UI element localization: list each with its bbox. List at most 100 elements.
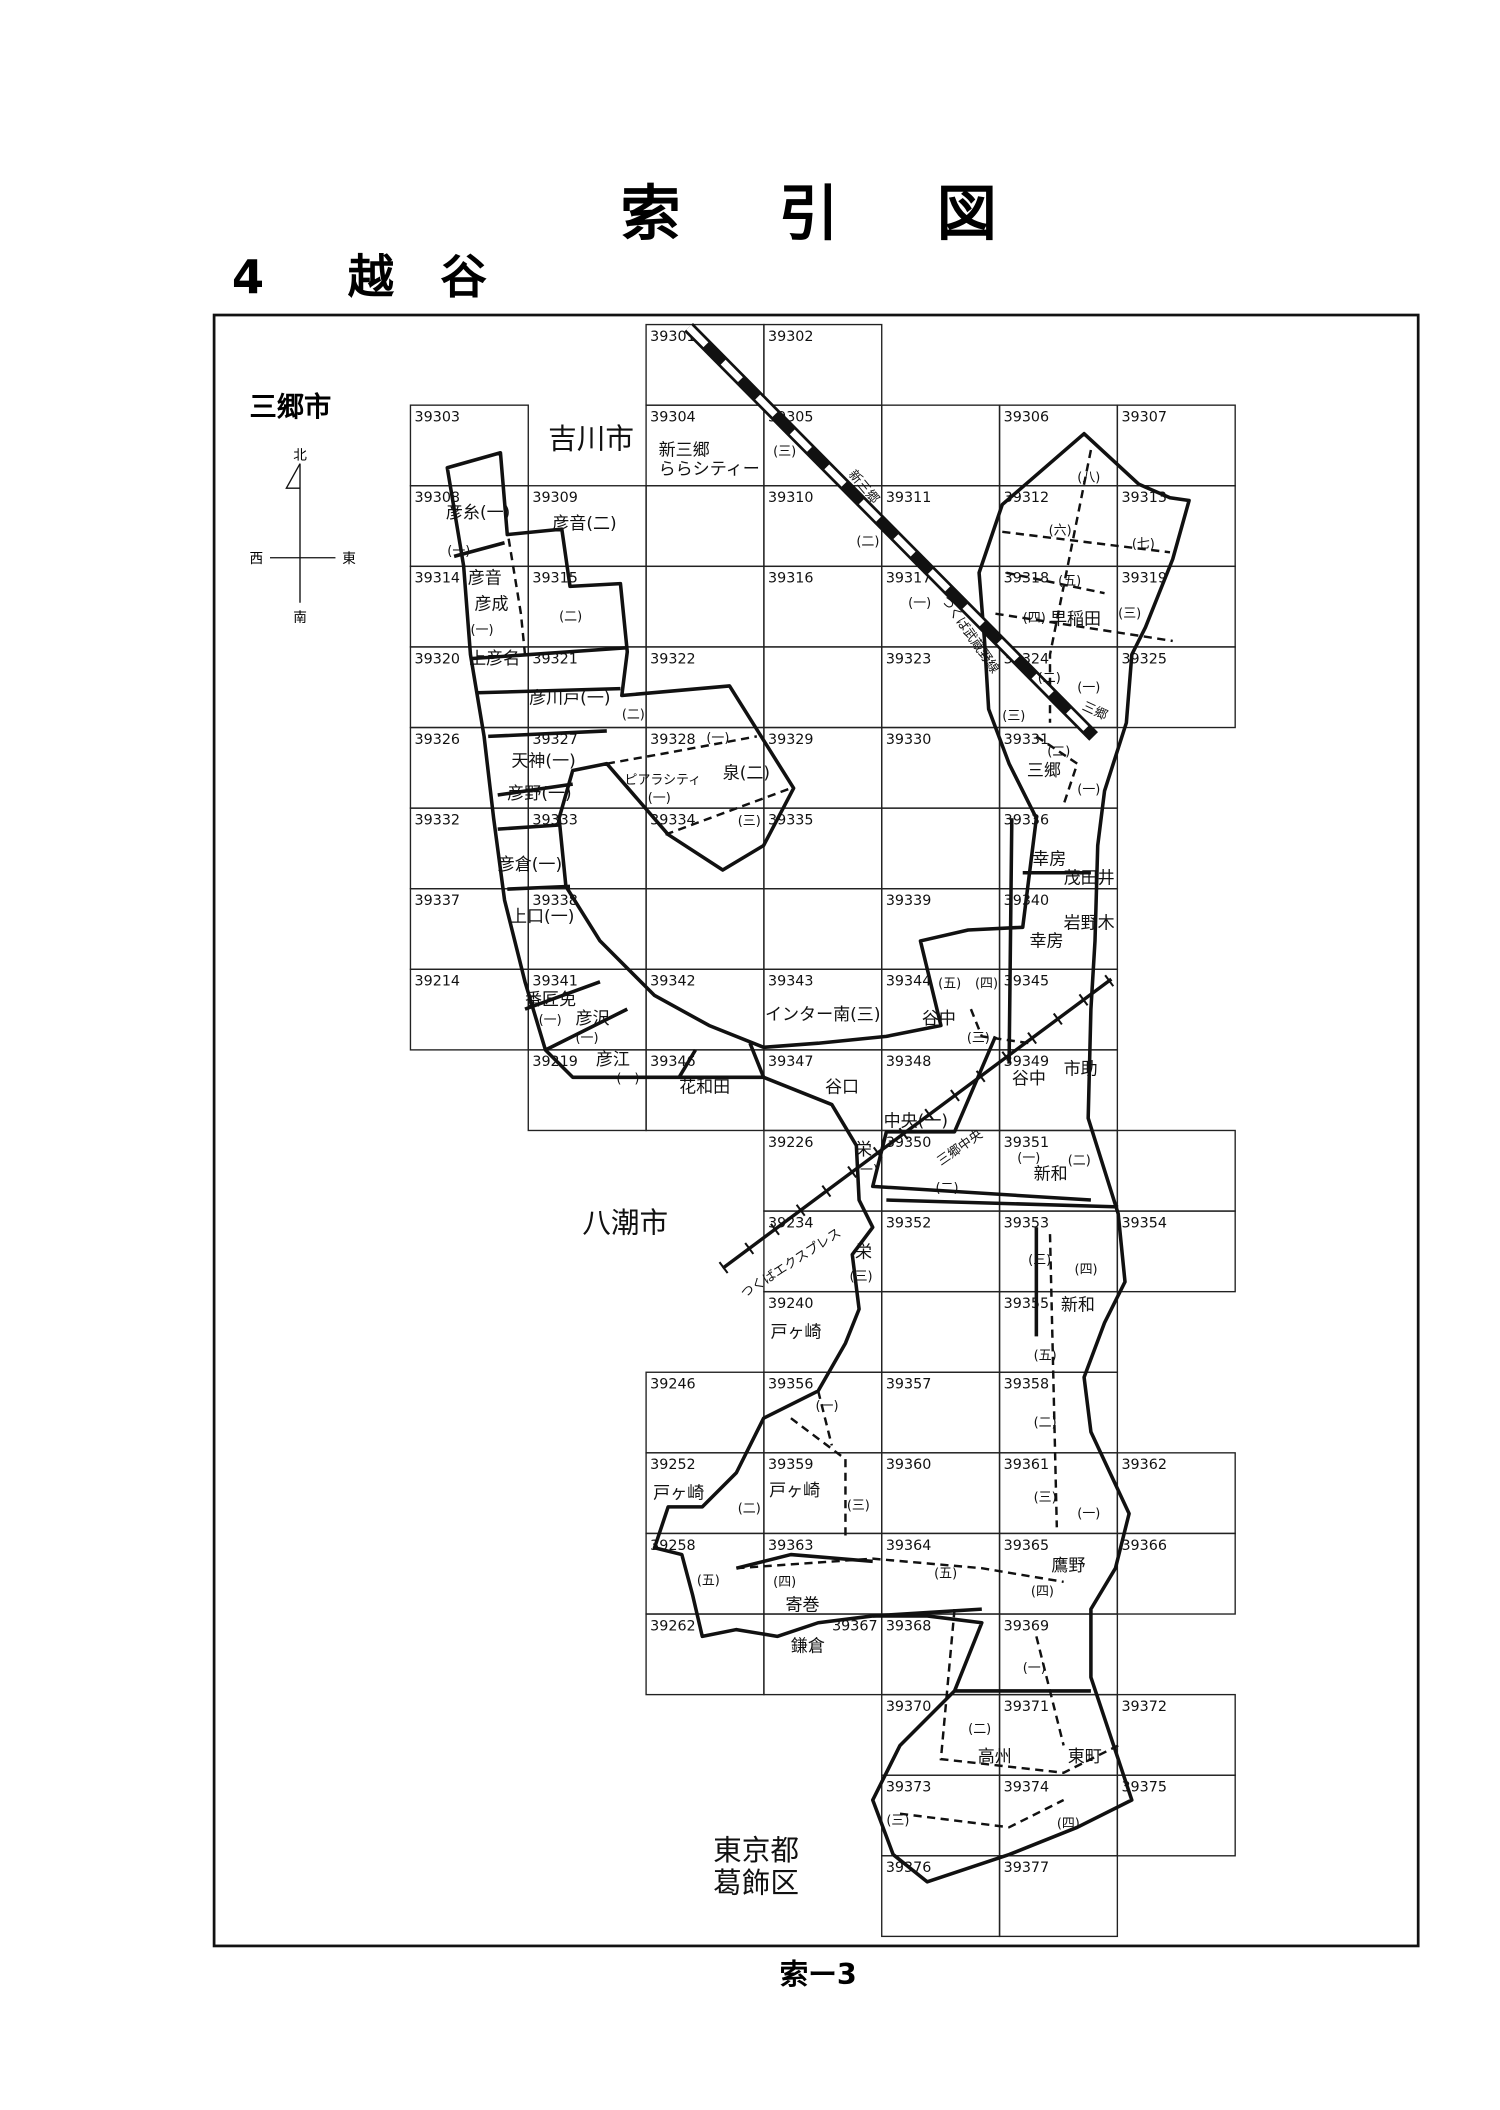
sheet-number: 39320 <box>415 651 460 667</box>
place-label: (五) <box>1058 574 1081 589</box>
place-label: 彦江 <box>596 1050 630 1070</box>
place-label: (二) <box>856 534 879 549</box>
place-label: (一) <box>447 544 470 559</box>
place-label: (二) <box>559 609 582 624</box>
sheet-number: 39349 <box>1004 1054 1049 1070</box>
place-label: ららシティー <box>659 460 760 480</box>
map-sheet-cell <box>1116 1210 1236 1293</box>
place-label: (二) <box>1038 671 1061 686</box>
sheet-number: 39374 <box>1004 1780 1049 1796</box>
place-label: 彦倉(一) <box>498 855 562 875</box>
map-sheet-cell <box>763 646 883 729</box>
place-label: 花和田 <box>679 1077 730 1097</box>
place-label: 上彦名 <box>469 649 520 669</box>
city-boundary <box>445 431 1191 1884</box>
place-label: (四) <box>1023 611 1046 626</box>
place-label: (五) <box>697 1574 720 1589</box>
place-label: 天神(一) <box>511 751 575 771</box>
sheet-number: 39311 <box>886 490 931 506</box>
neighbor-yashio: 八潮市 <box>582 1206 668 1240</box>
sheet-number: 39219 <box>532 1054 577 1070</box>
place-label: (二) <box>968 1722 991 1737</box>
sheet-number: 39308 <box>415 490 460 506</box>
map-sheet-cell <box>1116 1774 1236 1857</box>
place-label: 高州 <box>978 1747 1012 1767</box>
sheet-number: 39337 <box>415 893 460 909</box>
place-label: ピアラシティ <box>625 773 702 788</box>
sheet-number: 39344 <box>886 974 931 990</box>
sheet-number: 39339 <box>886 893 931 909</box>
place-label: 上口(一) <box>510 907 574 927</box>
map-sheet-cell <box>881 1290 1001 1373</box>
place-label: (一) <box>855 1163 878 1178</box>
place-label: (二) <box>738 1501 761 1516</box>
place-label: (一) <box>470 623 493 638</box>
sheet-number: 39309 <box>532 490 577 506</box>
sheet-number: 39327 <box>532 732 577 748</box>
sheet-number: 39252 <box>650 1457 695 1473</box>
sheet-number: 39353 <box>1004 1215 1049 1231</box>
place-label: (三) <box>1028 1253 1051 1268</box>
sheet-number: 39322 <box>650 651 695 667</box>
map-sheet-cell <box>763 807 883 890</box>
place-label: (一) <box>908 596 931 611</box>
neighbor-tokyo: 東京都 <box>713 1833 799 1867</box>
sheet-number: 39367 <box>832 1618 877 1634</box>
place-label: 戸ヶ崎 <box>770 1323 821 1343</box>
place-label: (一) <box>1077 680 1100 695</box>
section-name: 越 谷 <box>348 250 488 304</box>
sheet-number: 39345 <box>1004 974 1049 990</box>
place-label: 谷中 <box>922 1009 956 1029</box>
section-number: 4 <box>232 250 264 304</box>
sheet-number: 39347 <box>768 1054 813 1070</box>
sheet-number: 39348 <box>886 1054 931 1070</box>
place-label: 彦糸(一) <box>446 503 510 523</box>
chome-boundaries <box>507 449 1173 1829</box>
sheet-number: 39226 <box>768 1135 813 1151</box>
place-label: 谷中 <box>1012 1069 1046 1089</box>
place-label: (一) <box>648 791 671 806</box>
sheet-number: 39315 <box>532 571 577 587</box>
compass-north: 北 <box>293 448 307 464</box>
sheet-number: 39317 <box>886 571 931 587</box>
sheet-number: 39362 <box>1121 1457 1166 1473</box>
place-label: 彦音 <box>468 569 502 589</box>
place-label: (五) <box>938 976 961 991</box>
map-sheet-cell <box>881 404 1001 487</box>
place-label: (四) <box>1057 1816 1080 1831</box>
place-label: 泉(二) <box>723 764 770 784</box>
sheet-number: 39262 <box>650 1618 695 1634</box>
sheet-number: 39357 <box>886 1377 931 1393</box>
place-label: 新三郷 <box>659 440 710 460</box>
compass-west: 西 <box>250 551 264 567</box>
sheet-number: 39314 <box>415 571 460 587</box>
sheet-number: 39370 <box>886 1699 931 1715</box>
place-label: 戸ヶ崎 <box>769 1481 820 1501</box>
sheet-number: 39364 <box>886 1538 931 1554</box>
place-label: (四) <box>773 1575 796 1590</box>
place-label: 番匠免 <box>525 990 576 1010</box>
place-label: (一) <box>1077 783 1100 798</box>
map-sheet-cell <box>1116 1129 1236 1212</box>
place-label: (六) <box>1049 524 1072 539</box>
place-labels: 新三郷ららシティー(三)彦糸(一)(一)彦音(二)彦音彦成(一)(二)上彦名彦川… <box>446 440 1155 1831</box>
page-footer: 索ー3 <box>780 1957 857 1991</box>
sheet-number: 39323 <box>886 651 931 667</box>
place-label: 栄 <box>855 1140 872 1160</box>
place-label: (三) <box>1118 607 1141 622</box>
sheet-number: 39343 <box>768 974 813 990</box>
place-label: (一) <box>539 1013 562 1028</box>
neighbor-misato: 三郷市 <box>250 391 332 423</box>
place-label: (三) <box>1002 709 1025 724</box>
place-label: 早稲田 <box>1050 610 1101 630</box>
sheet-number: 39307 <box>1121 410 1166 426</box>
sheet-number: 39313 <box>1121 490 1166 506</box>
sheet-number: 39377 <box>1004 1860 1049 1876</box>
sheet-number: 39361 <box>1004 1457 1049 1473</box>
sheet-number: 39329 <box>768 732 813 748</box>
sheet-number: 39341 <box>532 974 577 990</box>
sheet-number: 39371 <box>1004 1699 1049 1715</box>
sheet-number: 39304 <box>650 410 695 426</box>
place-label: (一) <box>1077 1507 1100 1522</box>
